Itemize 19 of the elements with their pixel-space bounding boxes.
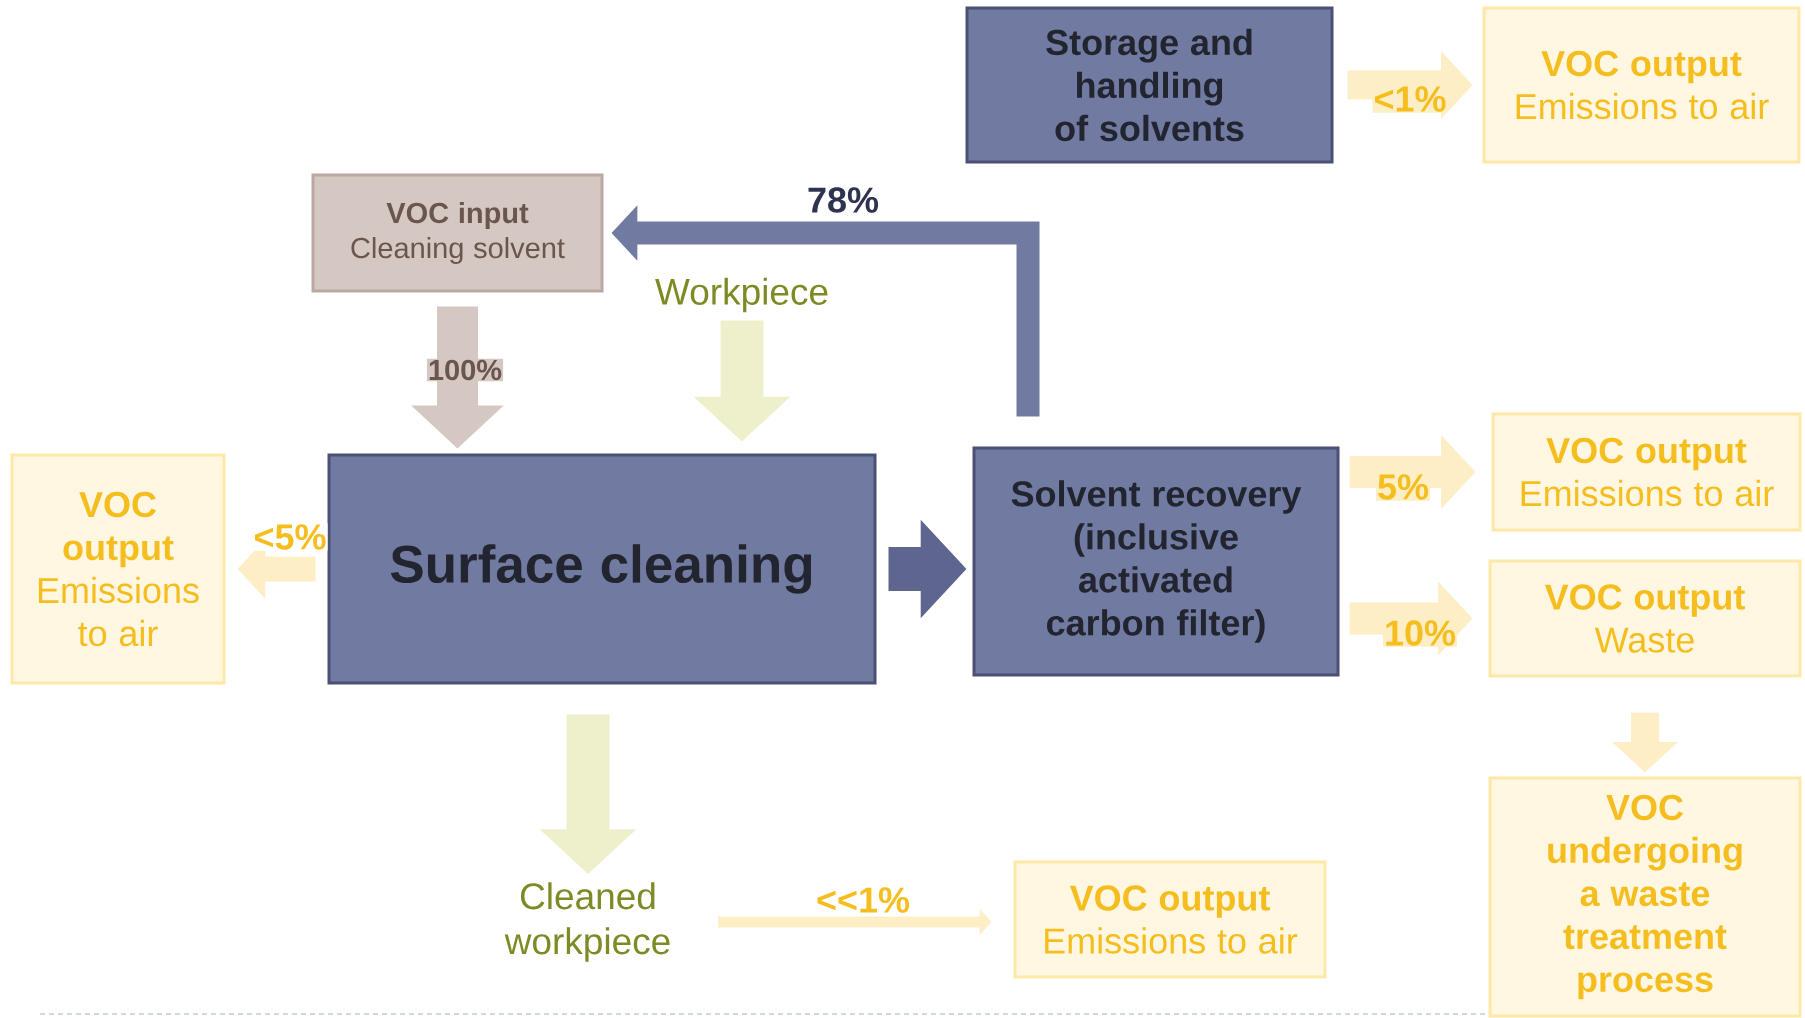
edge-label: <1% xyxy=(1372,85,1448,113)
output-box: VOC output Emissions to air xyxy=(1491,412,1802,532)
edge-label: 5% xyxy=(1376,473,1431,501)
process-box: Solvent recovery (inclusive activated carbon filter) xyxy=(972,446,1340,677)
process-box: Surface cleaning xyxy=(327,453,877,685)
output-box: VOC output Waste xyxy=(1488,559,1802,678)
process-box: Storage and handling of solvents xyxy=(965,6,1334,164)
output-box: VOC output Emissions to air xyxy=(1482,6,1801,164)
flow-text: Workpiece xyxy=(655,277,828,313)
edge-label: 10% xyxy=(1383,619,1458,647)
edge-label: <<1% xyxy=(814,886,912,914)
output-box: VOC undergoing a waste treatment process xyxy=(1488,776,1802,1018)
output-box: VOC output Emissions to air xyxy=(10,453,226,685)
edge-label: 78% xyxy=(806,186,881,214)
edge-label: <5% xyxy=(252,523,328,551)
input-box: VOC input Cleaning solvent xyxy=(311,173,604,293)
output-box: VOC output Emissions to air xyxy=(1013,860,1327,979)
edge-label: 100% xyxy=(426,358,504,382)
flow-text: Cleaned workpiece xyxy=(504,882,670,962)
